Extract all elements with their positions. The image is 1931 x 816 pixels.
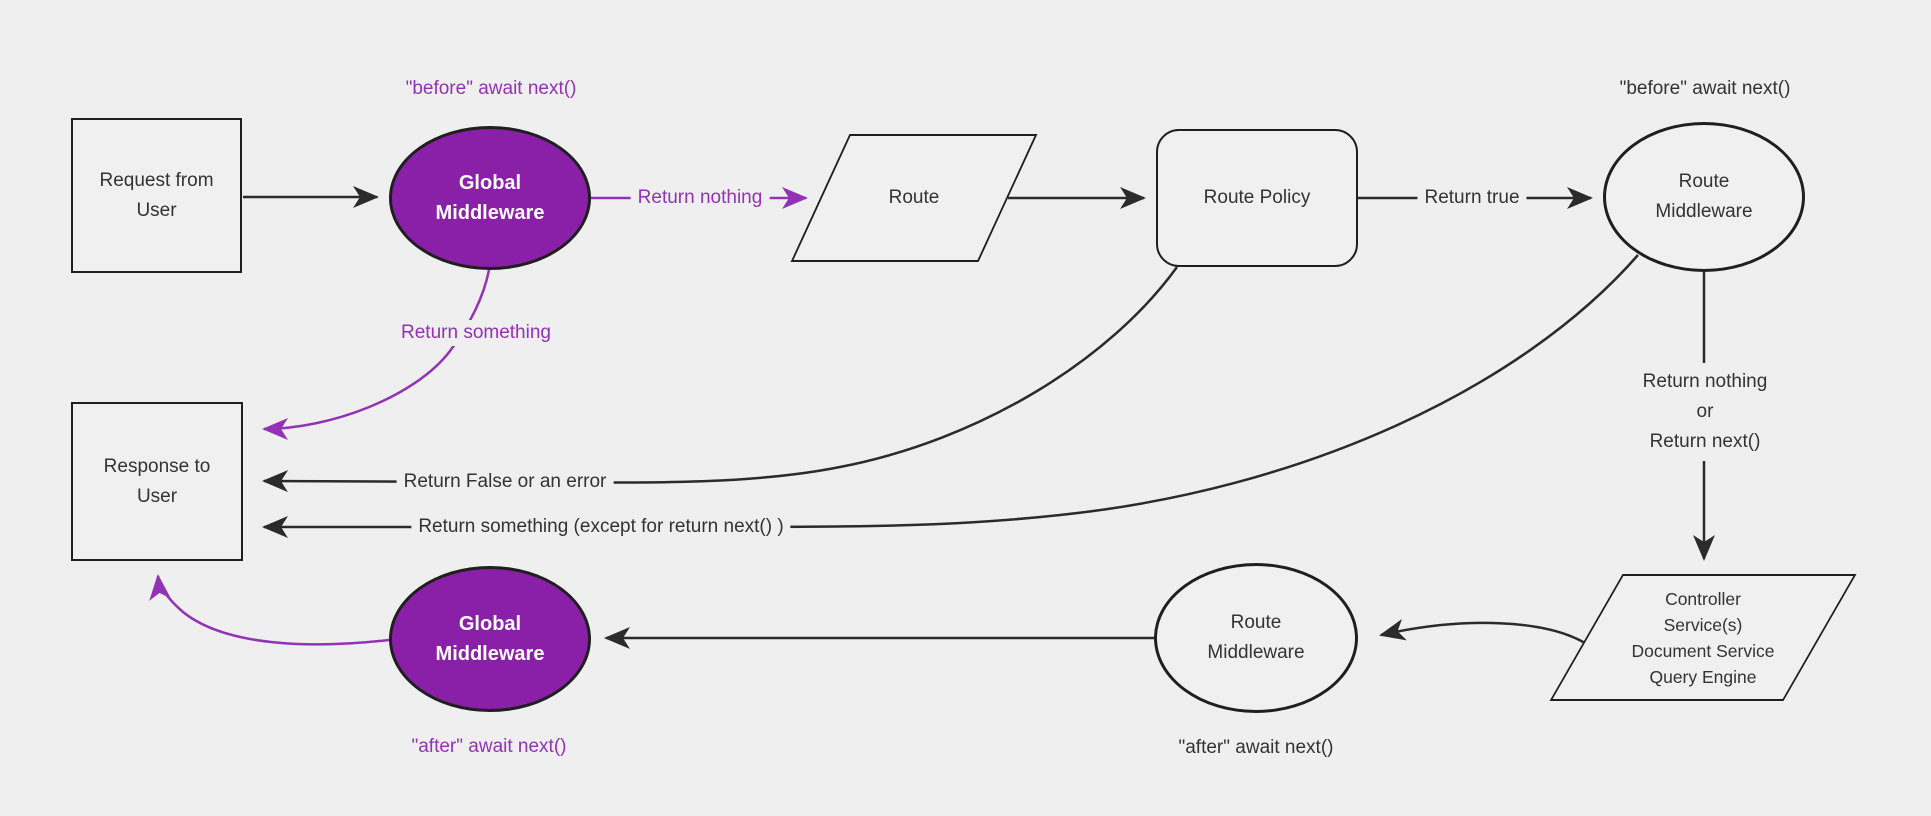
label-after-await-bottom-left: "after" await next() [404, 734, 574, 760]
node-label: Document Service [1631, 640, 1775, 661]
node-label: User [136, 485, 178, 507]
label-line: or [1696, 401, 1714, 422]
node-request-from-user: Request from User [71, 118, 242, 273]
node-label: User [136, 199, 177, 221]
edge-global-return-something [262, 269, 491, 440]
node-global-middleware-bottom: Global Middleware [389, 566, 591, 712]
label-return-false-or-error: Return False or an error [396, 469, 614, 495]
node-label: Global [458, 613, 522, 635]
edge-policy-return-false [262, 266, 1179, 493]
node-label: Route [1678, 171, 1730, 192]
node-global-middleware-top: Global Middleware [389, 126, 591, 270]
node-label: Middleware [435, 643, 545, 665]
edge-routemw-return-something [262, 254, 1639, 538]
label-before-await-top-left: "before" await next() [398, 76, 584, 102]
label-line: Return next() [1649, 431, 1761, 452]
node-route-policy: Route Policy [1156, 129, 1358, 267]
edge-global2-to-response [149, 574, 390, 646]
node-route-middleware-bottom: Route Middleware [1154, 563, 1358, 713]
node-label: Route [1230, 612, 1282, 633]
node-route: Route [820, 134, 1008, 262]
label-return-something: Return something [394, 320, 558, 346]
label-return-something-except: Return something (except for return next… [411, 514, 791, 540]
node-label: Middleware [435, 202, 545, 224]
node-response-to-user: Response to User [71, 402, 243, 561]
label-before-await-top-right: "before" await next() [1612, 76, 1798, 102]
node-label: Query Engine [1649, 666, 1757, 687]
label-line: Return nothing [1642, 371, 1768, 392]
node-label: Global [458, 172, 522, 194]
node-label: Route [888, 187, 940, 208]
node-controller: Controller Service(s) Document Service Q… [1586, 574, 1820, 701]
label-return-nothing-or-next: Return nothing or Return next() [1632, 363, 1778, 461]
node-label: Service(s) [1663, 614, 1743, 635]
node-route-middleware-top: Route Middleware [1603, 122, 1805, 272]
node-label: Response to [103, 455, 211, 477]
node-label: Middleware [1207, 642, 1305, 663]
node-label: Controller [1665, 588, 1741, 609]
node-label: Route Policy [1203, 187, 1311, 208]
label-after-await-bottom-middle: "after" await next() [1171, 735, 1341, 761]
label-return-true: Return true [1417, 185, 1527, 211]
label-return-nothing: Return nothing [630, 185, 770, 211]
node-label: Request from [99, 169, 214, 191]
node-label: Middleware [1655, 201, 1753, 222]
edge-controller-to-routemw2 [1379, 618, 1586, 645]
